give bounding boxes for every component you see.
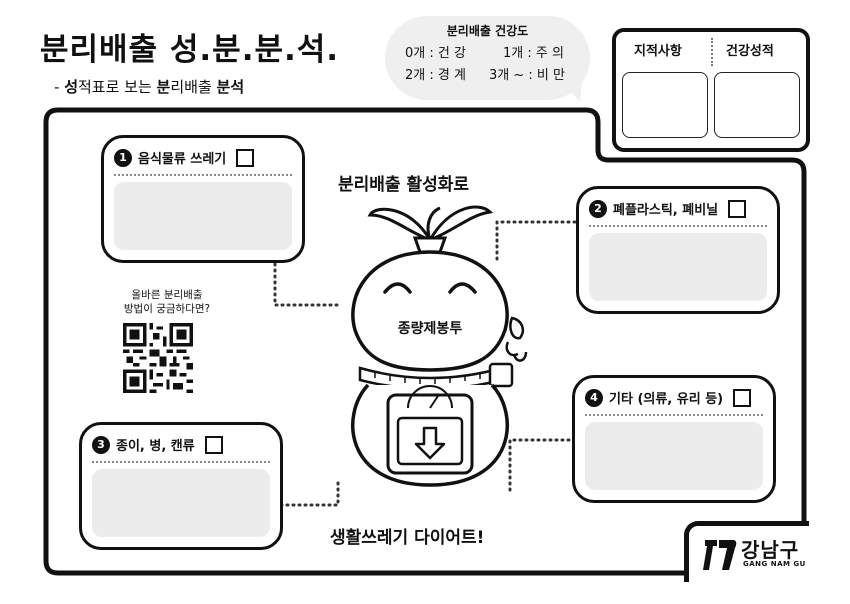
card-4-number: 4 (585, 388, 603, 407)
health-row-3: 3개 ~ : 비 만 (489, 68, 565, 83)
health-row-0: 0개 : 건 강 (405, 46, 466, 61)
report-left-header: 지적사항 (634, 44, 682, 59)
card-1-label-row: 1 음식물류 쓰레기 (114, 148, 255, 167)
qr-caption-line-2: 방법이 궁금하다면? (123, 303, 211, 315)
qr-caption-line-1: 올바른 분리배출 (131, 289, 203, 301)
card-food-waste: 1 음식물류 쓰레기 (101, 135, 305, 263)
bag-label: 종량제봉투 (397, 321, 463, 337)
card-2-label: 폐플라스틱, 폐비닐 (613, 203, 719, 218)
subtitle-bold-2: 분 (156, 78, 171, 96)
card-2-label-row: 2 폐플라스틱, 폐비닐 (589, 199, 747, 218)
card-1-checkbox[interactable] (236, 148, 255, 167)
report-separator (711, 38, 713, 66)
logo-name: 강남구 (741, 538, 800, 562)
center-bottom-title: 생활쓰레기 다이어트! (330, 528, 485, 548)
card-1-number: 1 (114, 148, 132, 167)
page-title: 분리배출 성.분.분.석. (40, 32, 340, 68)
logo-sub: GANG NAM GU (743, 560, 806, 568)
report-left-box[interactable] (622, 72, 708, 138)
card-4-label: 기타 (의류, 유리 등) (609, 392, 724, 407)
logo-box: 강남구 GANG NAM GU (684, 521, 809, 582)
card-2-checkbox[interactable] (728, 199, 747, 218)
card-4-input-area[interactable] (585, 422, 763, 490)
card-others: 4 기타 (의류, 유리 등) (572, 375, 776, 503)
card-4-divider (585, 414, 763, 416)
subtitle-bold-3: 분석 (216, 78, 245, 96)
card-3-checkbox[interactable] (204, 435, 223, 454)
card-3-divider (92, 461, 270, 463)
report-card: 지적사항 건강성적 (612, 28, 810, 152)
report-right-box[interactable] (714, 72, 800, 138)
garbage-bag-illustration (350, 205, 528, 487)
card-3-number: 3 (92, 435, 110, 454)
subtitle-bold-1: 성 (64, 78, 78, 96)
subtitle-text-2: 리배출 (170, 78, 217, 96)
card-2-divider (589, 225, 767, 227)
health-row-1: 1개 : 주 의 (503, 46, 564, 61)
card-4-checkbox[interactable] (733, 388, 752, 407)
card-plastic-vinyl: 2 폐플라스틱, 폐비닐 (576, 186, 780, 314)
report-right-header: 건강성적 (726, 44, 774, 59)
card-1-divider (114, 174, 292, 176)
health-bubble: 분리배출 건강도 0개 : 건 강 1개 : 주 의 2개 : 경 계 3개 ~… (385, 16, 590, 100)
center-top-title: 분리배출 활성화로 (338, 175, 470, 195)
card-1-input-area[interactable] (114, 182, 292, 250)
card-2-number: 2 (589, 199, 607, 218)
card-1-label: 음식물류 쓰레기 (138, 152, 227, 167)
qr-caption: 올바른 분리배출 방법이 궁금하다면? (112, 288, 222, 316)
subtitle-text-1: 적표로 보는 (78, 78, 157, 96)
card-4-label-row: 4 기타 (의류, 유리 등) (585, 388, 752, 407)
bubble-tail (562, 80, 582, 102)
subtitle: - 성적표로 보는 분리배출 분석 (54, 76, 244, 97)
health-title: 분리배출 건강도 (446, 24, 529, 38)
qr-code-icon[interactable] (123, 323, 193, 393)
card-2-input-area[interactable] (589, 233, 767, 301)
card-3-label-row: 3 종이, 병, 캔류 (92, 435, 223, 454)
subtitle-dash: - (54, 78, 65, 96)
card-paper-bottle-can: 3 종이, 병, 캔류 (79, 422, 283, 550)
card-3-input-area[interactable] (92, 469, 270, 537)
gangnam-logo-icon (703, 540, 737, 570)
health-row-2: 2개 : 경 계 (405, 68, 466, 83)
card-3-label: 종이, 병, 캔류 (116, 439, 195, 454)
